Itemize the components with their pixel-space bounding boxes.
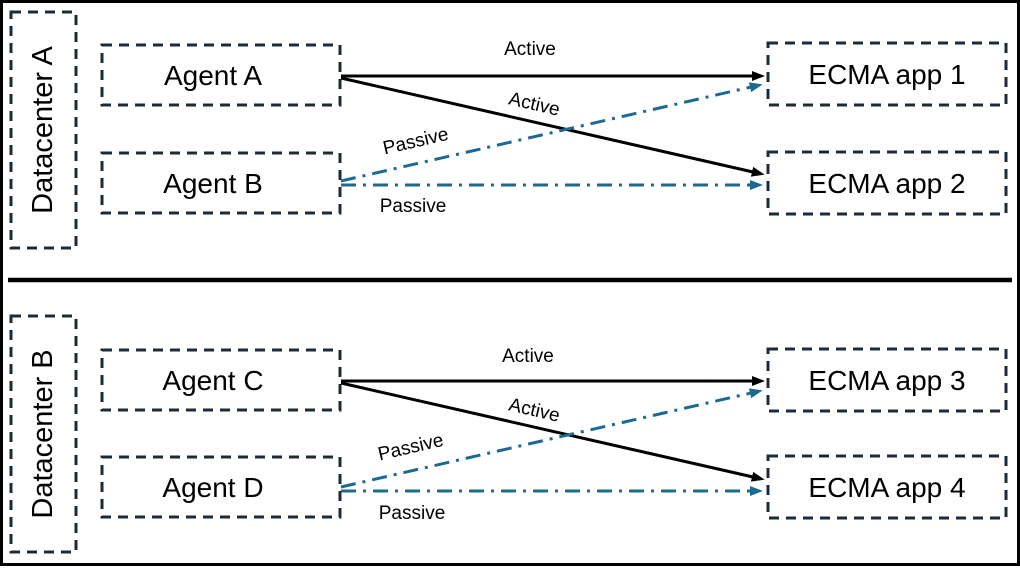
section-datacenter-b: Datacenter B Agent C Agent D ECMA app 3 …	[9, 314, 1008, 554]
ecma-app-3-label: ECMA app 3	[808, 365, 965, 396]
arrow-agent-a-to-app2-active	[340, 76, 765, 177]
agent-b-label: Agent B	[163, 168, 263, 199]
agent-d-label: Agent D	[162, 472, 263, 503]
label-active-c3: Active	[502, 346, 554, 367]
agent-c-box	[100, 348, 342, 412]
datacenter-b-box	[9, 314, 78, 554]
ecma-app-4-label: ECMA app 4	[808, 472, 965, 503]
ecma-app-4-box	[766, 454, 1008, 520]
ecma-app-1-label: ECMA app 1	[808, 59, 965, 90]
arrow-agent-b-to-app1-passive	[340, 82, 763, 183]
arrow-agent-c-to-app4-active	[340, 381, 765, 482]
agent-d-box	[100, 455, 342, 519]
arrow-agent-d-to-app3-passive	[340, 388, 763, 489]
ecma-app-3-box	[766, 347, 1008, 413]
ecma-app-2-label: ECMA app 2	[808, 168, 965, 199]
section-datacenter-a: Datacenter A Agent A Agent B ECMA app 1 …	[9, 10, 1008, 250]
datacenter-a-label: Datacenter A	[27, 46, 59, 214]
ecma-app-2-box	[766, 150, 1008, 216]
label-active-a1: Active	[504, 39, 556, 60]
agent-c-label: Agent C	[162, 365, 263, 396]
agent-a-box	[100, 43, 342, 107]
datacenter-a-box	[9, 10, 78, 250]
label-passive-d4: Passive	[379, 503, 446, 524]
datacenter-b-label: Datacenter B	[27, 349, 59, 518]
ecma-app-1-box	[766, 41, 1008, 107]
agent-b-box	[100, 151, 342, 215]
label-passive-b2: Passive	[380, 196, 447, 217]
agent-a-label: Agent A	[164, 60, 262, 91]
